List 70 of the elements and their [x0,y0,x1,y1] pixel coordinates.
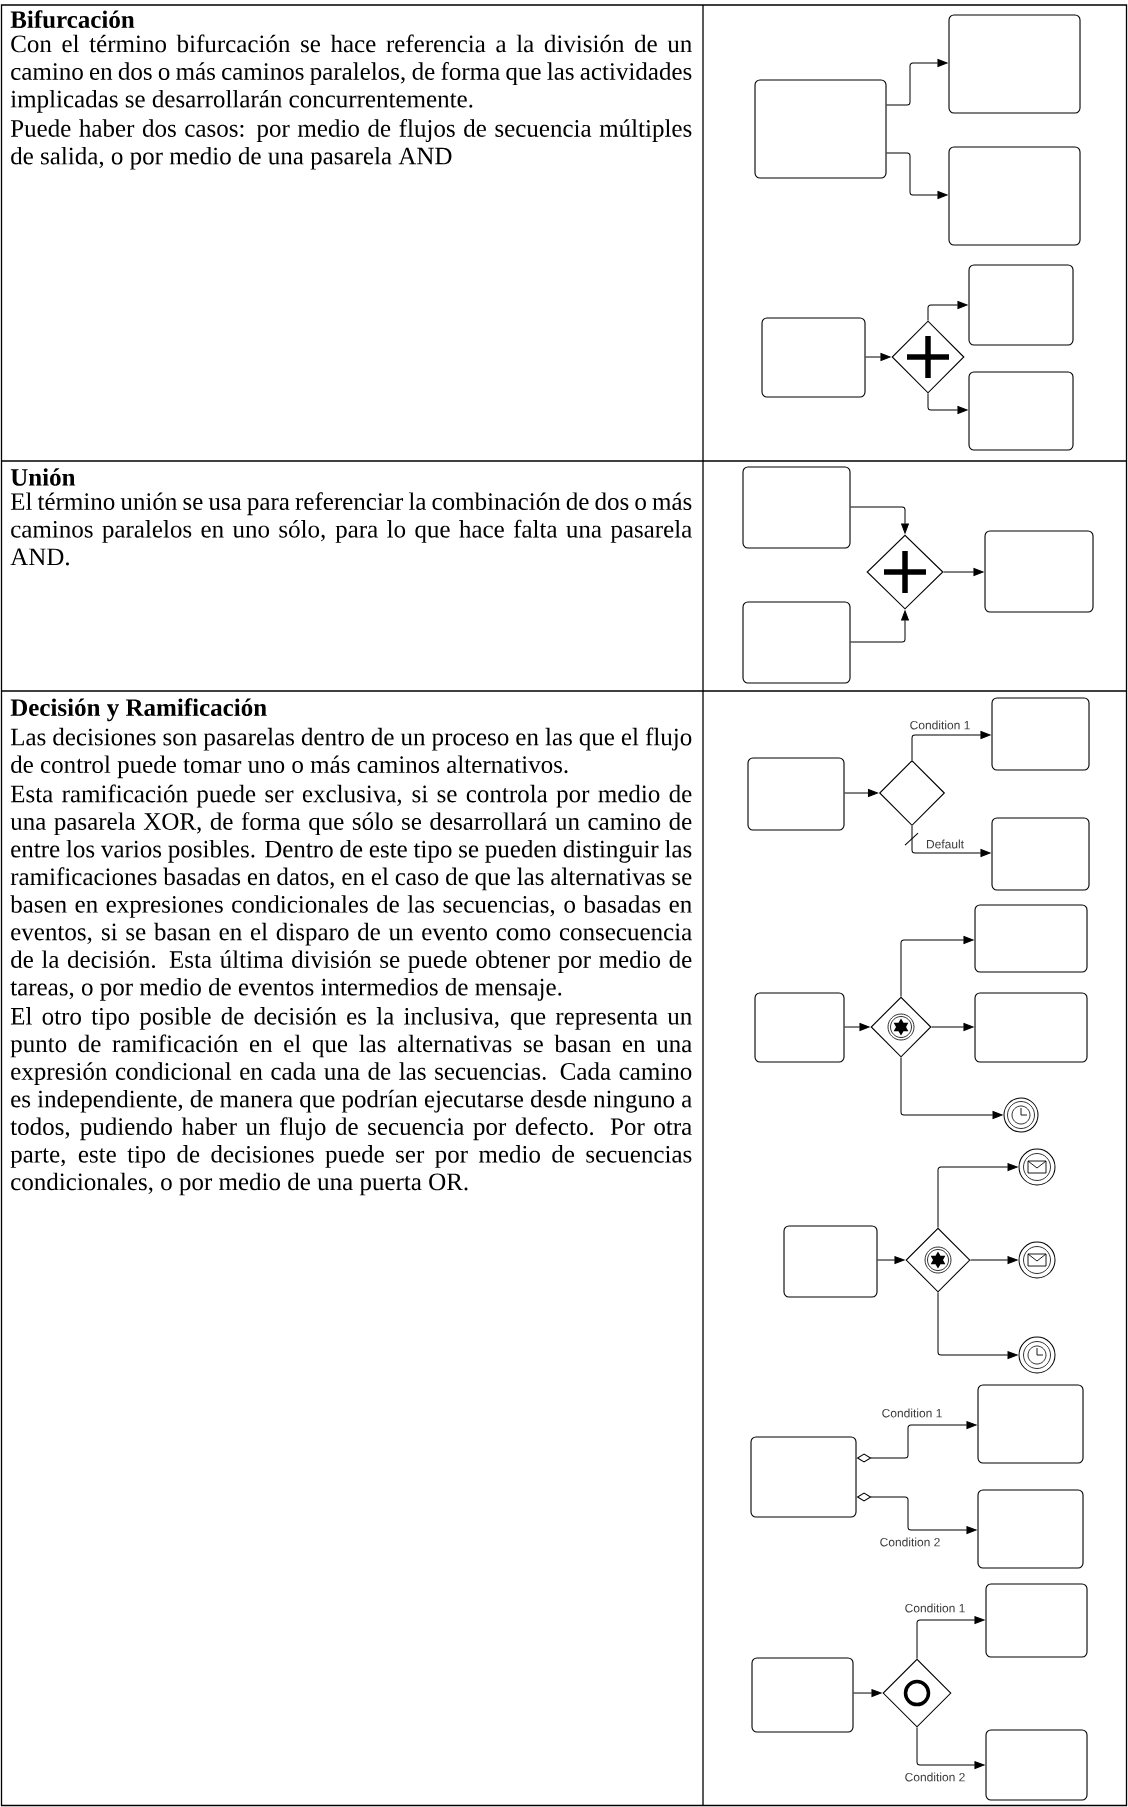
arrow [916,1616,985,1659]
task-box [984,530,1094,613]
task-box [991,817,1090,891]
task-box [985,1583,1088,1658]
arrow [857,1421,977,1463]
task-box [783,1225,878,1298]
gateway-diamond [870,996,932,1058]
task-box [985,1729,1088,1801]
task-box [742,466,851,549]
arrow [970,1256,1018,1264]
edge-label: Condition 1 [880,1407,944,1419]
task-box [742,601,851,684]
gateway-diamond [882,1658,952,1728]
arrow [911,731,991,761]
edge-label: Condition 1 [903,1602,967,1614]
edge-label: Default [925,838,965,850]
gateway-diamond [866,534,944,610]
arrow [877,1256,905,1264]
event-circle [1018,1148,1056,1186]
task-box [977,1489,1084,1569]
edge-label: Condition 1 [908,719,972,731]
arrow [904,825,991,857]
arrow [937,1292,1018,1359]
task-box [977,1384,1084,1464]
arrow [927,301,968,321]
task-box [948,14,1081,114]
task-box [991,697,1090,771]
event-circle [1003,1097,1039,1133]
paragraph-text: Esta ramificación puede ser exclusiva, si se controla por medio de una pasarela XOR, de forma que sólo se desarrollará un camino de entre los varios posibles. Dentro de este tipo se pueden distinguir las ramificaciones basadas en datos, en el caso de que las alternativas se basen en expresiones condicionales de las secuencias, o basadas en eventos, si se basan en el disparo de un evento como consecuencia de la decisión. Esta última división se puede obtener por medio de tareas, o por medio de eventos intermedios de mensaje. [10,784,692,1001]
section-heading: Decisión y Ramificación [10,698,267,722]
arrow [900,1057,1003,1119]
task-box [968,264,1074,346]
task-box [751,1657,854,1733]
arrow [844,789,878,797]
arrow [844,1023,870,1031]
arrow [916,1727,985,1769]
task-box [750,1436,857,1518]
paragraph-text: El término unión se usa para referenciar la combinación de dos o más caminos paralelos en uno sólo, para lo que hace falta una pasarela AND. [10,492,692,566]
paragraph-text: Con el término bifurcación se hace referencia a la división de un camino en dos o más caminos paralelos, de forma que las actividades implicadas se desarrollarán concurrentemente. [10,34,692,113]
arrow [850,506,909,534]
section-heading: Bifurcación [10,10,135,29]
task-box [968,371,1074,451]
event-circle [1018,1336,1056,1374]
task-box [974,904,1088,973]
paragraph-text: El otro tipo posible de decisión es la inclusiva, que representa un punto de ramificación en el que las alternativas se basan en una expresión condicional en cada una de las secuencias. Cada camino es independiente, de manera que podrían ejecutarse desde ninguno a todos, pudiendo haber un flujo de secuencia por defecto. Por otra parte, este tipo de decisiones puede ser por medio de secuencias condicionales, o por medio de una puerta OR. [10,1007,692,1196]
task-box [974,992,1088,1063]
arrow [857,1492,977,1534]
gateway-diamond [891,320,965,394]
event-circle [1018,1241,1056,1279]
gateway-diamond [905,1227,971,1293]
arrow [937,1163,1018,1228]
paragraph-text: Puede haber dos casos: por medio de flujos de secuencia múltiples de salida, o por medio de una pasarela AND [10,119,692,170]
task-box [754,992,845,1063]
arrow [931,1023,974,1031]
arrow [943,568,984,576]
arrow [865,353,891,361]
task-box [754,79,887,179]
section-heading: Unión [10,468,76,486]
arrow [886,152,948,199]
edge-label: Condition 2 [878,1536,942,1548]
arrow [850,610,909,643]
task-box [948,146,1081,246]
edge-label: Condition 2 [903,1771,967,1783]
task-box [761,317,866,398]
paragraph-text: Las decisiones son pasarelas dentro de un proceso en las que el flujo de control puede tomar uno o más caminos alternativos. [10,727,692,779]
arrow [900,936,974,997]
arrow [927,393,968,414]
task-box [747,757,845,831]
arrow [886,59,948,106]
arrow [853,1689,882,1697]
